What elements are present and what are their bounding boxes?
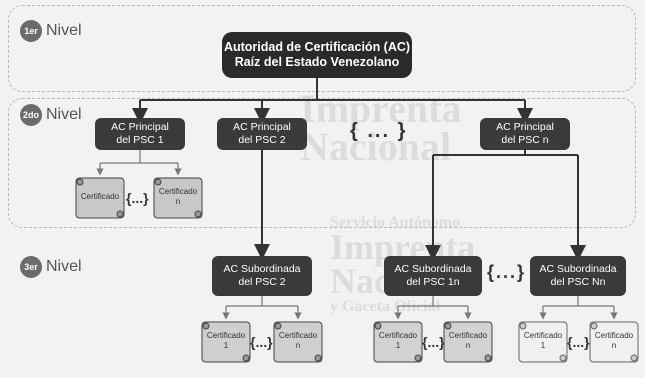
principal-psc-n-line1: AC Principal <box>496 121 554 134</box>
certificate-ellipsis: {...} <box>422 334 445 350</box>
certificate-label: Certificado <box>80 192 120 202</box>
certificate-scroll: Certificado <box>74 174 126 220</box>
level-2-region <box>8 98 636 228</box>
certificate-scroll: Certificado n <box>272 318 324 364</box>
watermark-line: y Gaceta Oficial <box>330 297 441 315</box>
certificate-scroll: Certificado 1 <box>517 318 569 364</box>
subordinate-psc-1n-line1: AC Subordinada <box>394 263 472 276</box>
certificate-label: Certificado <box>594 331 634 341</box>
certificate-ellipsis: {...} <box>250 334 273 350</box>
principal-psc-1-line1: AC Principal <box>111 121 169 134</box>
certificate-label: Certificado <box>448 331 488 341</box>
certificate-scroll: Certificado 1 <box>372 318 424 364</box>
certificate-number: n <box>175 197 181 206</box>
scroll-icon <box>75 177 125 219</box>
certificate-label: Certificado <box>206 331 246 341</box>
scroll-icon <box>153 177 203 219</box>
subordinate-psc-nn-line2: del PSC Nn <box>550 276 606 288</box>
subordinate-psc-2-line1: AC Subordinada <box>223 263 301 276</box>
watermark-line: Nacional <box>300 124 452 169</box>
subordinate-psc-1n-line2: del PSC 1n <box>406 276 460 288</box>
certificate-ellipsis: {...} <box>567 334 590 350</box>
watermark: Imprenta Nacional <box>300 86 462 169</box>
scroll-icon <box>589 321 639 363</box>
principal-psc-n-node: AC Principal del PSC n <box>480 118 570 150</box>
certificate-label: Certificado <box>523 331 563 341</box>
subordinate-psc-1n-node: AC Subordinada del PSC 1n <box>384 256 482 296</box>
scroll-icon <box>273 321 323 363</box>
level-3-text: Nivel <box>46 258 82 275</box>
level-2-label: 2do Nivel <box>20 104 82 126</box>
certificate-label: Certificado <box>158 187 198 197</box>
watermark-line: Imprenta <box>300 86 462 131</box>
scroll-icon <box>201 321 251 363</box>
principal-ellipsis: { ... } <box>350 120 408 142</box>
level-2-text: Nivel <box>46 106 82 123</box>
principal-psc-2-line2: del PSC 2 <box>238 134 286 146</box>
root-ca-node: Autoridad de Certificación (AC) Raíz del… <box>222 32 412 78</box>
level-2-badge: 2do <box>20 104 42 126</box>
subordinate-psc-nn-line1: AC Subordinada <box>539 263 617 276</box>
certificate-number: n <box>465 341 471 350</box>
subordinate-ellipsis: {...} <box>487 262 527 282</box>
level-1-badge: 1er <box>20 20 42 42</box>
principal-psc-1-line2: del PSC 1 <box>116 134 164 146</box>
certificate-number: 1 <box>223 341 229 350</box>
subordinate-psc-2-line2: del PSC 2 <box>238 276 286 288</box>
scroll-icon <box>373 321 423 363</box>
root-ca-line1: Autoridad de Certificación (AC) <box>223 40 411 54</box>
certificate-label: Certificado <box>378 331 418 341</box>
scroll-icon <box>518 321 568 363</box>
certificate-scroll: Certificado n <box>442 318 494 364</box>
scroll-icon <box>443 321 493 363</box>
level-1-label: 1er Nivel <box>20 20 82 42</box>
principal-psc-n-line2: del PSC n <box>501 134 549 146</box>
certificate-ellipsis: {...} <box>126 190 149 206</box>
certificate-scroll: Certificado 1 <box>200 318 252 364</box>
certificate-number: n <box>611 341 617 350</box>
principal-psc-2-node: AC Principal del PSC 2 <box>217 118 307 150</box>
subordinate-psc-nn-node: AC Subordinada del PSC Nn <box>530 256 626 296</box>
level-3-badge: 3er <box>20 256 42 278</box>
certificate-scroll: Certificado n <box>588 318 640 364</box>
certificate-scroll: Certificado n <box>152 174 204 220</box>
watermark-line: Servicio Autónomo <box>330 214 461 231</box>
certificate-number: 1 <box>540 341 546 350</box>
certificate-number: n <box>295 341 301 350</box>
level-1-region <box>8 5 636 92</box>
level-3-label: 3er Nivel <box>20 256 82 278</box>
principal-psc-1-node: AC Principal del PSC 1 <box>95 118 185 150</box>
certificate-label: Certificado <box>278 331 318 341</box>
subordinate-psc-2-node: AC Subordinada del PSC 2 <box>212 256 312 296</box>
level-1-text: Nivel <box>46 22 82 39</box>
principal-psc-2-line1: AC Principal <box>233 121 291 134</box>
certificate-number: 1 <box>395 341 401 350</box>
root-ca-line2: Raíz del Estado Venezolano <box>234 55 400 69</box>
